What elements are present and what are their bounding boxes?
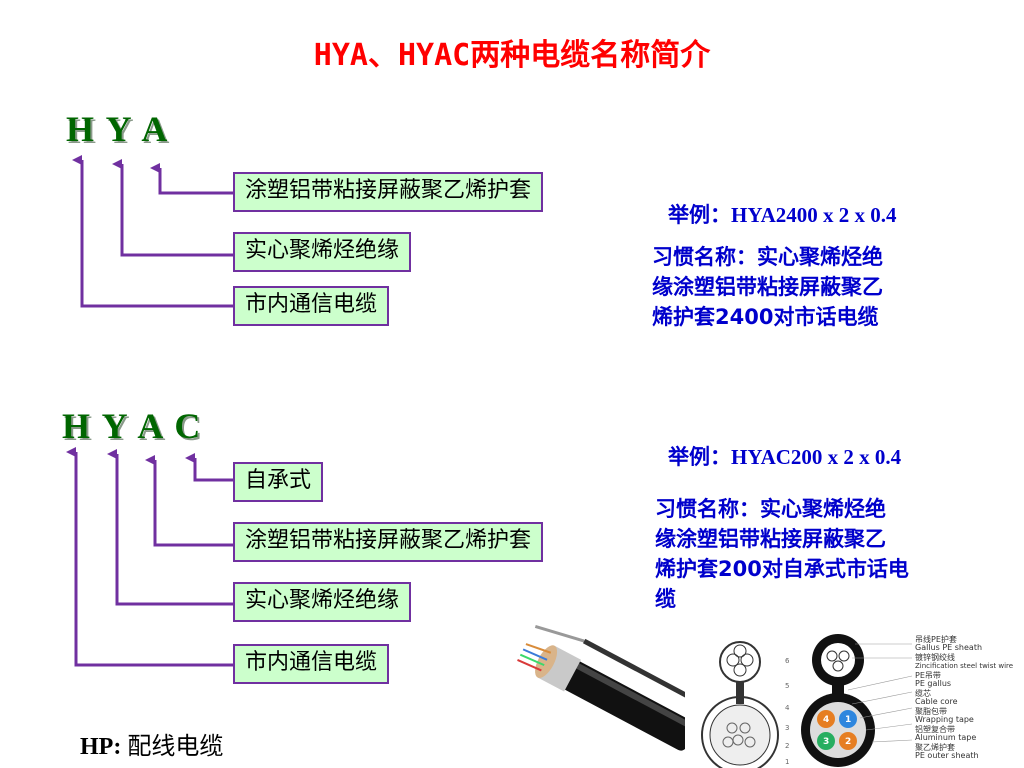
hyac-example: 举例：HYAC200 x 2 x 0.4 xyxy=(668,442,901,472)
diagram-label: Zincification steel twist wire xyxy=(915,662,1013,670)
hp-label: HP: xyxy=(80,734,122,760)
hya-box-cable: 市内通信电缆 xyxy=(233,286,390,326)
diagram-label: 聚乙烯护套 xyxy=(915,742,955,752)
hyac-name-line2: 缘涂塑铝带粘接屏蔽聚乙 xyxy=(655,527,886,551)
cable-photo xyxy=(517,624,685,751)
diagram-label: Aluminum tape xyxy=(915,733,976,742)
core-number: 1 xyxy=(845,715,851,725)
hp-text: 配线电缆 xyxy=(127,732,224,760)
diagram-label: 吊线PE护套 xyxy=(915,634,957,644)
hya-code: H Y A xyxy=(66,109,170,149)
hyac-connector-h xyxy=(66,447,233,667)
hya-connector-a xyxy=(150,163,233,195)
diagram-number: 6 xyxy=(785,657,790,665)
core-number: 4 xyxy=(823,715,829,725)
hyac-example-value: HYAC200 x 2 x 0.4 xyxy=(731,445,902,469)
diagram-label: PE outer sheath xyxy=(915,751,979,760)
hyac-name-line4: 缆 xyxy=(655,587,676,611)
diagram-label: Gallus PE sheath xyxy=(915,643,982,652)
hya-box-insulation: 实心聚烯烃绝缘 xyxy=(233,232,412,272)
hya-name-line1: 习惯名称：实心聚烯烃绝 xyxy=(652,245,883,269)
diagram-number: 2 xyxy=(785,742,789,750)
hyac-box-cable: 市内通信电缆 xyxy=(233,644,390,684)
diagram-number: 1 xyxy=(785,758,789,766)
hyac-connector-a xyxy=(145,455,233,547)
hp-note: HP: 配线电缆 xyxy=(80,726,223,761)
diagram-number: 5 xyxy=(785,682,789,690)
hyac-connector-c xyxy=(185,453,233,482)
hya-example-value: HYA2400 x 2 x 0.4 xyxy=(731,203,897,227)
diagram-label: PE gallus xyxy=(915,679,951,688)
diagram-label: Cable core xyxy=(915,697,958,706)
diagram-label: 缆芯 xyxy=(915,688,931,698)
core-number: 2 xyxy=(845,737,851,747)
diagram-label: Wrapping tape xyxy=(915,715,974,724)
diagram-label: 镀锌钢绞线 xyxy=(915,652,955,662)
diagram-label: 聚脂包带 xyxy=(915,706,947,716)
core-number: 3 xyxy=(823,737,829,747)
diagram-label: PE吊带 xyxy=(915,671,941,680)
diagram-number: 3 xyxy=(785,724,789,732)
hyac-example-label: 举例： xyxy=(668,445,731,469)
diagram-label: 铝塑复合带 xyxy=(915,724,955,734)
hyac-code: H Y A C xyxy=(62,406,203,446)
diagram-number: 4 xyxy=(785,704,790,712)
hyac-box-self-supporting: 自承式 xyxy=(233,462,324,502)
hyac-connector-y xyxy=(107,449,233,606)
hya-name-line3: 烯护套2400对市话电缆 xyxy=(652,305,879,329)
hya-connector-y xyxy=(112,159,233,257)
hya-common-name: 习惯名称：实心聚烯烃绝 缘涂塑铝带粘接屏蔽聚乙 烯护套2400对市话电缆 xyxy=(652,242,883,332)
hyac-box-sheath: 涂塑铝带粘接屏蔽聚乙烯护套 xyxy=(233,522,544,562)
hya-example: 举例：HYA2400 x 2 x 0.4 xyxy=(668,200,897,230)
hya-example-label: 举例： xyxy=(668,203,731,227)
cross-section-diagram: 6 5 4 3 2 1 吊线PE护套 Gallus PE sheath 镀锌钢绞… xyxy=(701,634,1013,768)
hya-connector-h xyxy=(72,155,233,308)
hya-box-sheath: 涂塑铝带粘接屏蔽聚乙烯护套 xyxy=(233,172,544,212)
hyac-name-line3: 烯护套200对自承式市话电 xyxy=(655,557,909,581)
hyac-common-name: 习惯名称：实心聚烯烃绝 缘涂塑铝带粘接屏蔽聚乙 烯护套200对自承式市话电 缆 xyxy=(655,494,909,614)
hyac-box-insulation: 实心聚烯烃绝缘 xyxy=(233,582,412,622)
hya-name-line2: 缘涂塑铝带粘接屏蔽聚乙 xyxy=(652,275,883,299)
hyac-name-line1: 习惯名称：实心聚烯烃绝 xyxy=(655,497,886,521)
slide-title: HYA、HYAC两种电缆名称简介 xyxy=(313,38,711,73)
